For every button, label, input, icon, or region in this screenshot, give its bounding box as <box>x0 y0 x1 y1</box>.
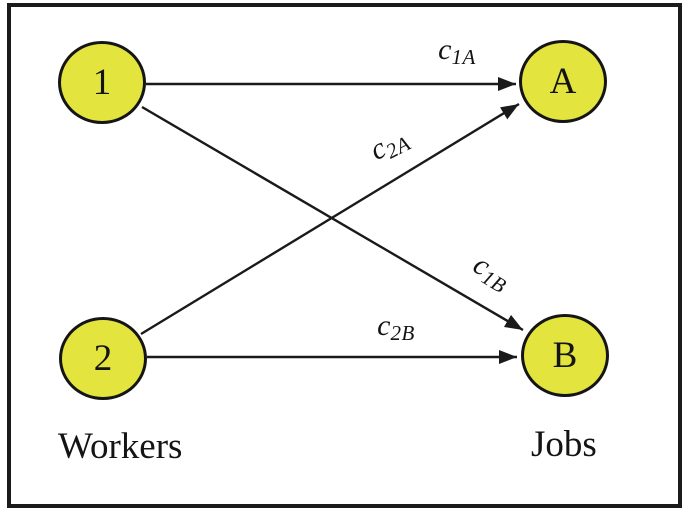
node-worker-2-label: 2 <box>93 338 113 379</box>
node-job-B-label: B <box>552 335 578 376</box>
edge-cost-label-2B: c2B <box>377 309 415 344</box>
jobs-caption: Jobs <box>531 424 597 465</box>
figure-frame <box>7 3 682 508</box>
edge-cost-2B-subscript: 2B <box>390 320 415 345</box>
edge-cost-label-1A: c1A <box>438 33 476 68</box>
workers-caption: Workers <box>58 426 183 467</box>
node-job-A: A <box>519 40 607 123</box>
node-job-A-label: A <box>549 61 577 102</box>
node-job-B: B <box>521 314 609 397</box>
node-worker-1-label: 1 <box>92 62 112 103</box>
edge-line-1B <box>141 105 524 332</box>
node-worker-2: 2 <box>59 317 147 400</box>
edge-cost-1A-subscript: 1A <box>451 44 476 69</box>
node-worker-1: 1 <box>58 41 146 124</box>
edge-line-2A <box>140 102 520 336</box>
edge-cost-1A-symbol: c <box>438 33 452 66</box>
edge-cost-2B-symbol: c <box>377 309 391 342</box>
